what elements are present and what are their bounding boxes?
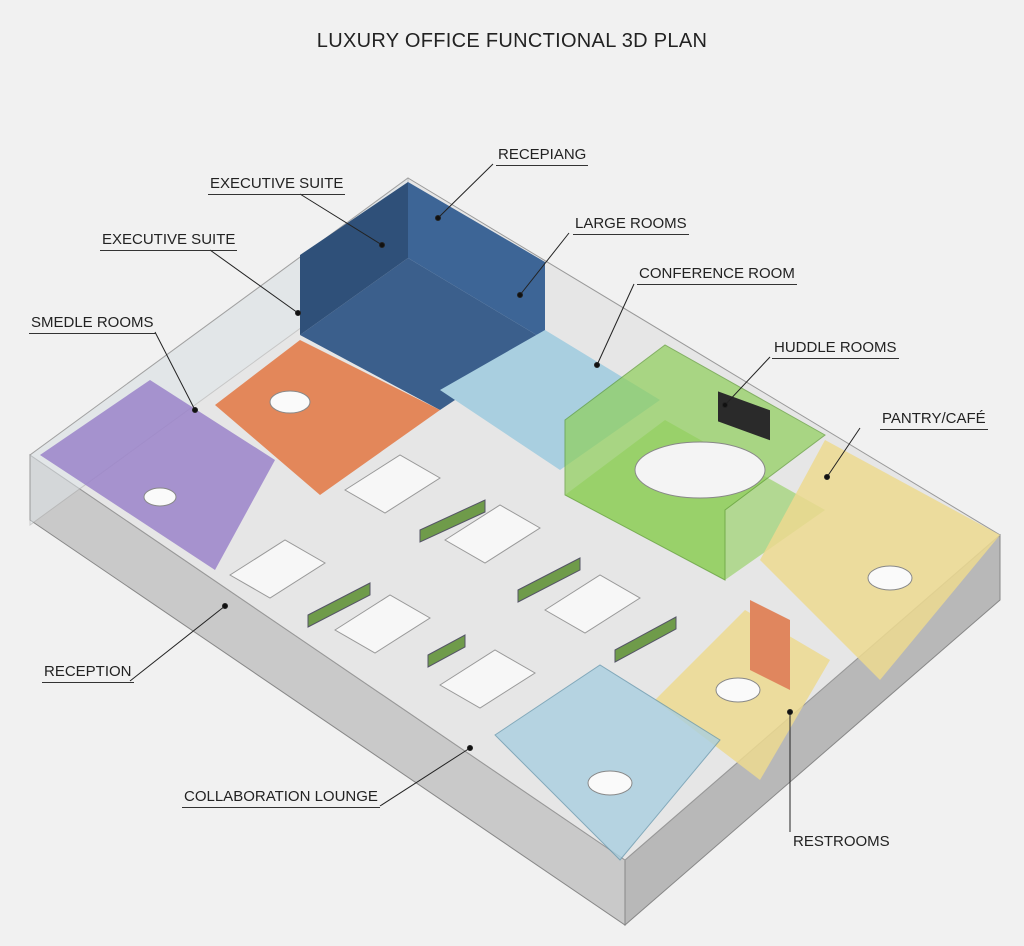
label-collaboration-lounge: COLLABORATION LOUNGE — [182, 788, 380, 808]
label-restrooms: RESTROOMS — [793, 833, 890, 850]
zone-restroom-orange-wall — [750, 600, 790, 690]
restroom-area-table — [715, 677, 761, 703]
planters — [307, 499, 677, 668]
label-pantry-cafe: PANTRY/CAFÉ — [880, 410, 988, 430]
pantry-table — [867, 565, 913, 591]
label-huddle-rooms: HUDDLE ROOMS — [772, 339, 899, 359]
lounge-table — [269, 390, 311, 414]
zone-executive-wall-left — [300, 182, 408, 335]
workstations — [229, 454, 641, 709]
conference-table — [634, 441, 766, 499]
zone-lounge-orange — [215, 340, 440, 495]
label-large-rooms: LARGE ROOMS — [573, 215, 689, 235]
label-conference-room: CONFERENCE ROOM — [637, 265, 797, 285]
label-receptiang: RECEPIANG — [496, 146, 589, 166]
label-executive-suite-1: EXECUTIVE SUITE — [208, 175, 346, 195]
zone-pantry-yellow — [760, 440, 1000, 680]
smedle-table — [143, 487, 177, 507]
label-executive-suite-2: EXECUTIVE SUITE — [100, 231, 238, 251]
diagram-title: LUXURY OFFICE FUNCTIONAL 3D PLAN — [316, 30, 708, 52]
zone-executive-wall-right — [408, 182, 545, 340]
leader-lines — [129, 163, 861, 832]
conference-screen — [718, 391, 770, 441]
zone-smedle-purple — [40, 380, 275, 570]
zone-collaboration-blue — [494, 664, 721, 861]
label-reception: RECEPTION — [42, 663, 134, 683]
collab-table — [587, 770, 633, 796]
label-smedle-rooms: SMEDLE ROOMS — [29, 314, 156, 334]
